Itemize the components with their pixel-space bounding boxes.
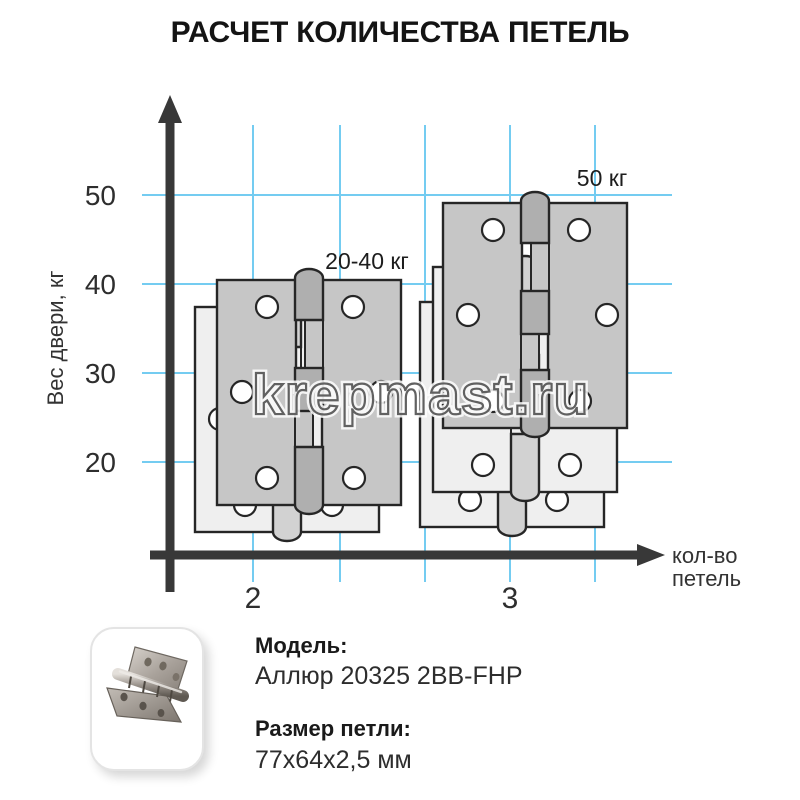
y-tick-labels: 50 40 30 20 — [85, 180, 116, 478]
y-axis-title: Вес двери, кг — [43, 271, 68, 406]
hinge-photo — [106, 646, 189, 723]
annotation-20-40kg: 20-40 кг — [325, 248, 409, 274]
annotation-50kg: 50 кг — [577, 165, 627, 191]
y-tick-30: 30 — [85, 358, 116, 389]
size-value: 77х64х2,5 мм — [255, 745, 412, 774]
model-value: Аллюр 20325 2BB-FHP — [255, 662, 523, 691]
x-axis-arrow-icon — [637, 544, 665, 566]
watermark-text: krepmast.ru — [252, 363, 589, 427]
x-tick-labels: 2 3 — [245, 582, 519, 615]
hinge-photo-card — [90, 627, 204, 771]
model-label: Модель: — [255, 633, 348, 658]
x-axis-title: кол-во петель — [672, 543, 741, 591]
watermark: krepmast.ru krepmast.ru — [249, 360, 592, 431]
watermark-halo: krepmast.ru — [252, 363, 589, 427]
x-axis-title-line2: петель — [672, 566, 741, 591]
axes — [150, 95, 665, 592]
x-tick-2: 2 — [245, 582, 262, 615]
y-tick-40: 40 — [85, 269, 116, 300]
page-title: РАСЧЕТ КОЛИЧЕСТВА ПЕТЕЛЬ — [170, 16, 630, 49]
x-tick-3: 3 — [502, 582, 519, 615]
y-tick-50: 50 — [85, 180, 116, 211]
product-info: Модель: Аллюр 20325 2BB-FHP Размер петли… — [255, 633, 675, 775]
size-label: Размер петли: — [255, 716, 411, 742]
y-axis-arrow-icon — [158, 95, 182, 123]
y-tick-20: 20 — [85, 447, 116, 478]
x-axis-title-line1: кол-во — [672, 543, 737, 568]
